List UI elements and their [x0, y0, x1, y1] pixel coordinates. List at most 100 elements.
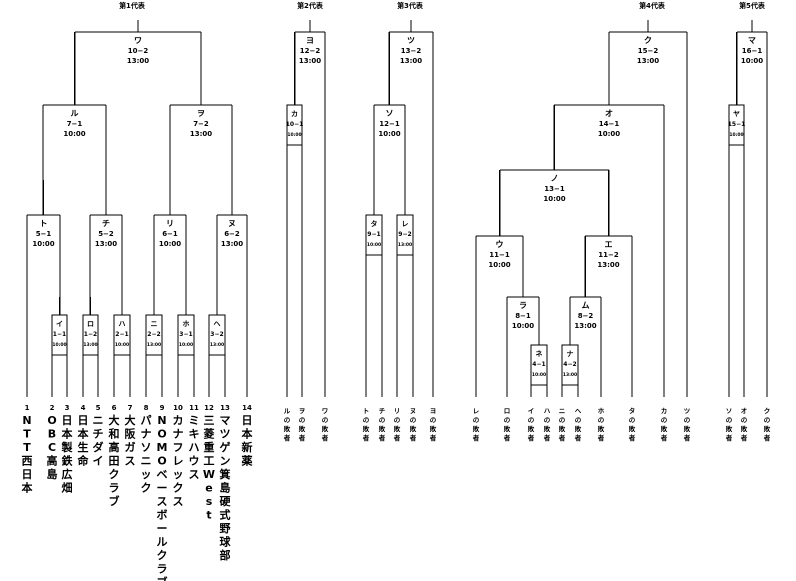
char: ス [157, 495, 168, 508]
char: ブ [157, 575, 168, 581]
match-ノ-time: 10:00 [543, 195, 565, 203]
match-ヤ-time: 10:00 [729, 132, 743, 138]
char: ニ [93, 414, 104, 427]
char: 敗 [528, 424, 535, 433]
match-チ-time: 13:00 [95, 240, 117, 248]
representative-label-5: 第5代表 [739, 1, 766, 10]
match-ヌ-number: 6−2 [224, 230, 240, 238]
match-ヲ-number: 7−2 [193, 120, 209, 128]
match-ヨ-letter: ヨ [306, 36, 314, 45]
char: ク [157, 549, 168, 562]
char: ダ [93, 440, 104, 454]
char: ク [109, 468, 120, 481]
char: 高 [47, 454, 58, 468]
team-number-10: 10 [173, 404, 183, 412]
match-ム-letter: ム [582, 301, 590, 310]
char: ク [141, 482, 152, 495]
char: ツ [220, 428, 231, 441]
char: 日 [242, 414, 253, 427]
team-number-4: 4 [81, 404, 86, 412]
char: 者 [597, 433, 605, 442]
match-ハ-time: 10:00 [115, 342, 129, 348]
char: 敗 [504, 424, 511, 433]
char: 重 [204, 440, 215, 454]
char: ベ [157, 468, 168, 481]
match-レ-number: 9−2 [398, 231, 411, 238]
char: の [684, 416, 691, 424]
char: の [559, 416, 566, 424]
char: ス [189, 468, 200, 481]
char: 敗 [363, 424, 370, 433]
char: O [47, 414, 56, 427]
team-number-12: 12 [204, 404, 214, 412]
char: ラ [157, 563, 168, 576]
char: N [157, 414, 166, 427]
char: 広 [62, 467, 73, 481]
char: ロ [504, 407, 511, 415]
match-ウ-time: 10:00 [488, 261, 510, 269]
match-レ-letter: レ [402, 220, 409, 228]
char: ハ [544, 407, 551, 415]
char: 者 [574, 433, 582, 442]
match-ネ-number: 4−1 [532, 361, 545, 368]
char: カ [661, 407, 668, 415]
match-ホ-number: 3−1 [179, 331, 192, 338]
match-オ-time: 10:00 [598, 130, 620, 138]
match-カ-letter: カ [291, 110, 298, 118]
char: の [528, 416, 535, 424]
char: の [284, 416, 291, 424]
team-number-7: 7 [128, 404, 133, 412]
char: の [473, 416, 480, 424]
char: 者 [660, 433, 668, 442]
char: の [741, 416, 748, 424]
match-ト-letter: ト [40, 219, 48, 228]
char: 阪 [125, 427, 137, 441]
char: 日 [62, 414, 73, 427]
char: ス [173, 495, 184, 508]
match-エ-letter: エ [605, 240, 613, 249]
char: 者 [503, 433, 511, 442]
char: 日 [22, 468, 33, 481]
match-レ-time: 13:00 [398, 242, 412, 248]
match-ウ-number: 11−1 [489, 251, 510, 259]
char: キ [189, 428, 200, 441]
char: 敗 [598, 424, 605, 433]
char: 本 [242, 427, 253, 441]
char: T [23, 441, 31, 454]
match-マ-letter: マ [748, 36, 756, 45]
char: の [322, 416, 329, 424]
match-ノ-letter: ノ [551, 174, 559, 183]
char: ク [173, 482, 184, 495]
char: 敗 [284, 424, 291, 433]
char: レ [473, 407, 480, 415]
match-ツ-letter: ツ [407, 36, 415, 45]
team-number-1: 1 [25, 404, 30, 412]
char: の [629, 416, 636, 424]
char: t [206, 509, 211, 522]
char: ヨ [430, 407, 437, 415]
char: ッ [173, 468, 184, 481]
char: の [299, 416, 306, 424]
char: 製 [61, 440, 74, 454]
char: ソ [726, 407, 733, 415]
match-ソ-letter: ソ [386, 109, 394, 118]
char: 敗 [544, 424, 551, 433]
char: ナ [173, 428, 184, 441]
match-ヲ-letter: ヲ [197, 109, 205, 118]
char: ク [764, 406, 771, 415]
representative-label-1: 第1代表 [119, 1, 146, 10]
char: の [379, 416, 386, 424]
char: ガ [125, 440, 136, 454]
char: ナ [141, 428, 152, 441]
match-ル-letter: ル [71, 109, 79, 118]
char: の [504, 416, 511, 424]
